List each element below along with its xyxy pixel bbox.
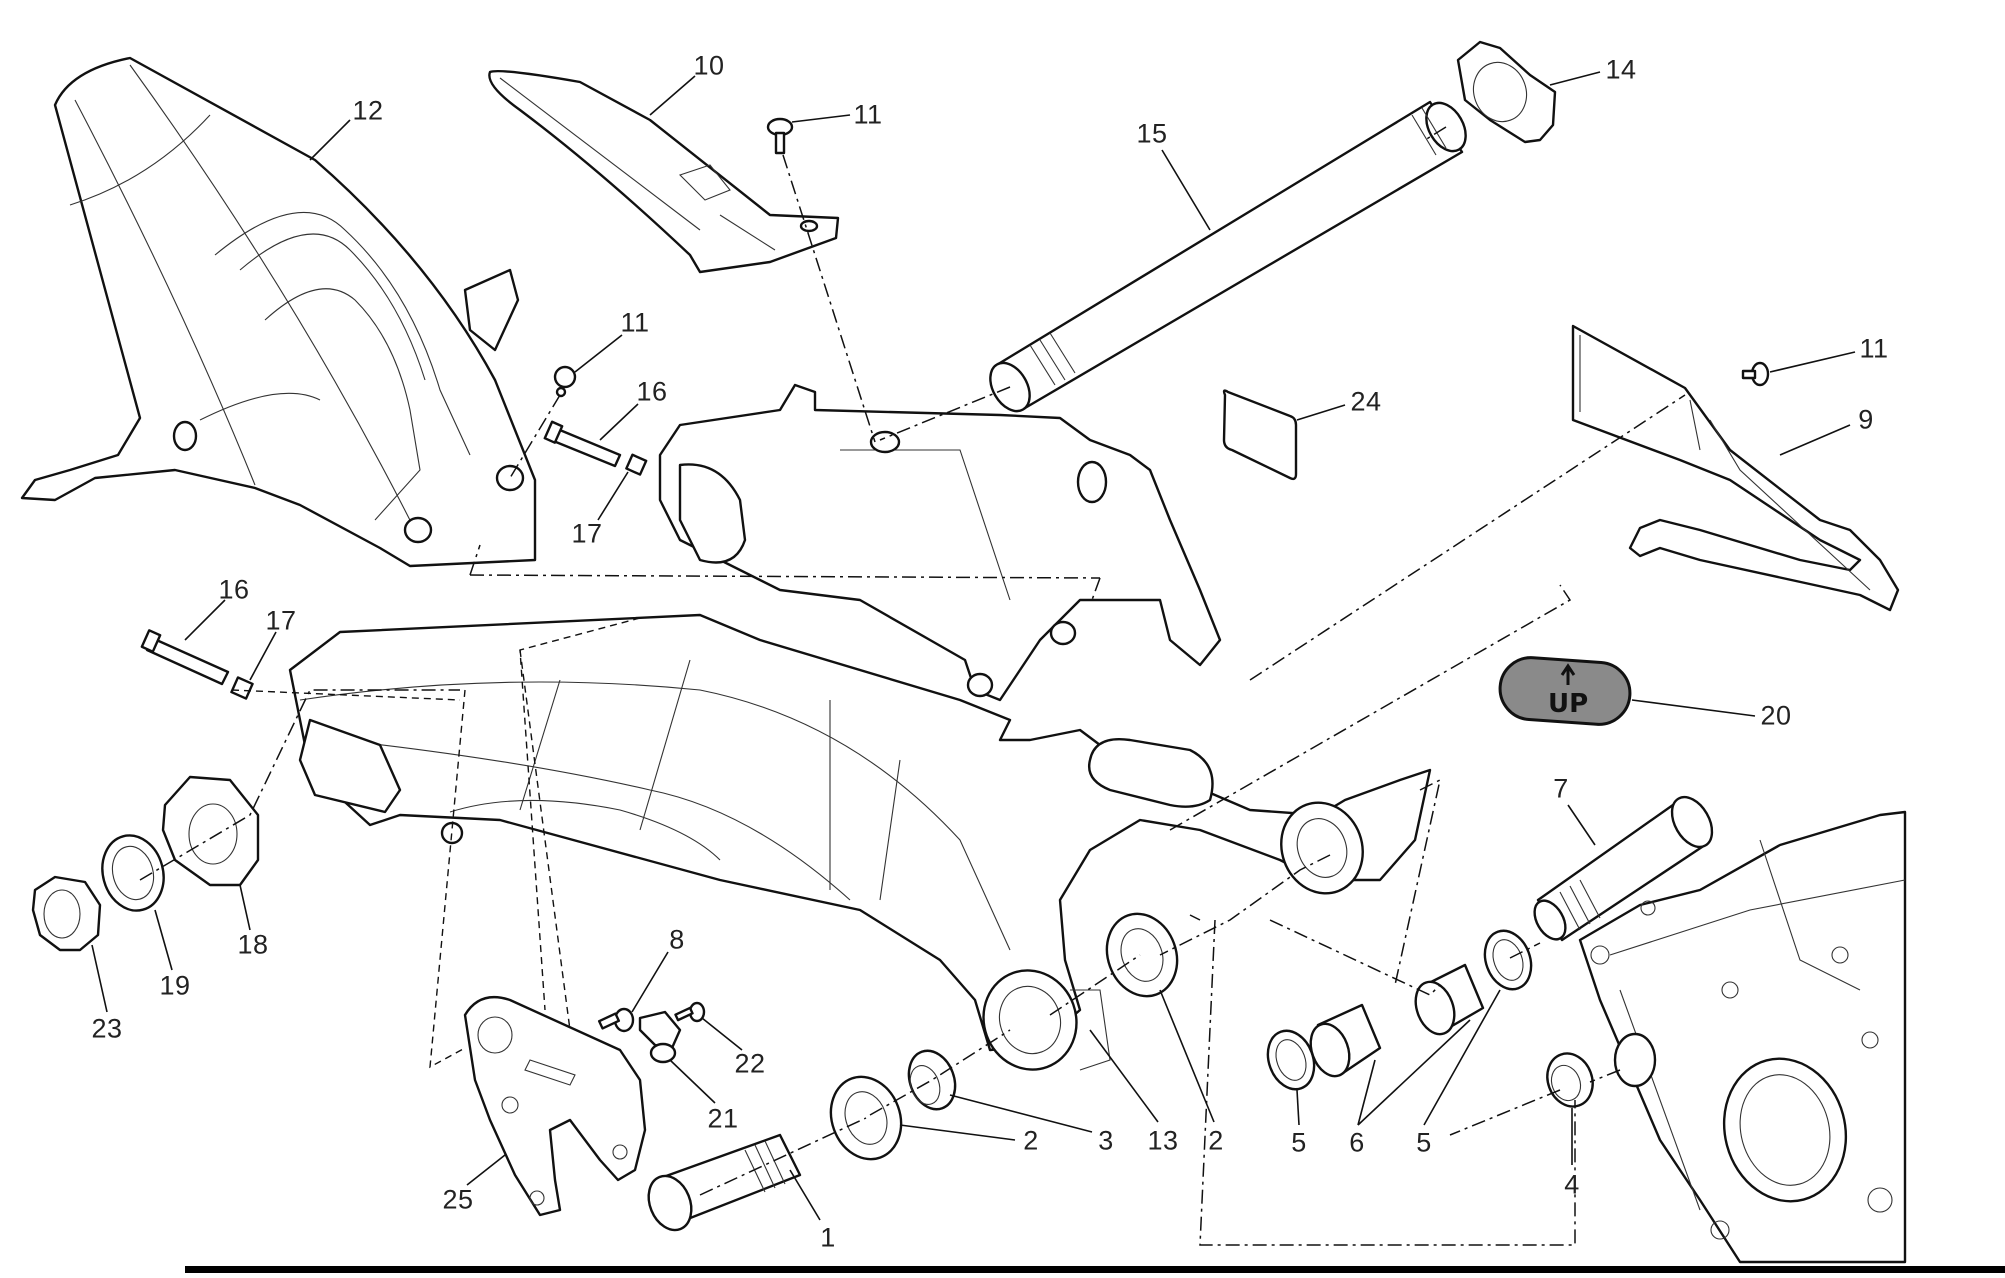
callout-2-upper: 2	[1208, 1125, 1224, 1156]
part-17-nut-mid	[625, 453, 648, 476]
part-7-pivot-pin	[1533, 795, 1714, 942]
part-23-lock-nut	[31, 875, 102, 952]
leader-lines	[91, 71, 1856, 1221]
callout-20: 20	[1760, 700, 1792, 731]
callout-4: 4	[1564, 1169, 1580, 1200]
part-11-screw-right	[1741, 361, 1770, 387]
part-8-screw	[597, 1007, 635, 1033]
part-20-up-grommet: UP	[1498, 656, 1632, 726]
part-25-caliper-bracket	[463, 995, 647, 1217]
part-11-screw-top	[766, 117, 794, 155]
callout-17-mid: 17	[571, 518, 603, 549]
callout-13: 13	[1147, 1125, 1179, 1156]
part-3-spacer	[907, 1049, 957, 1111]
grommet-up-text: UP	[1548, 689, 1588, 719]
callout-21: 21	[707, 1103, 739, 1134]
part-15-pivot-tube	[989, 100, 1467, 413]
part-2-bearing-upper	[1105, 912, 1179, 998]
part-17-nut-left	[230, 676, 254, 700]
callout-10: 10	[693, 50, 725, 81]
callout-24: 24	[1350, 386, 1382, 417]
part-16-bolt-mid	[543, 420, 622, 468]
assembly-lines	[139, 126, 1686, 1246]
part-4-plug	[1546, 1052, 1594, 1108]
part-12-rear-mudguard	[20, 56, 537, 568]
part-18-eccentric-hub	[161, 775, 260, 887]
part-6-needle-bearing-left	[1309, 1003, 1382, 1078]
part-1-pivot-bolt	[647, 1133, 802, 1232]
callout-22: 22	[734, 1048, 766, 1079]
callout-11-right: 11	[1859, 333, 1889, 364]
part-5-seal-right	[1483, 929, 1533, 991]
callout-6: 6	[1349, 1127, 1365, 1158]
part-6-needle-bearing-right	[1414, 963, 1485, 1036]
callout-14: 14	[1605, 54, 1637, 85]
part-10-chain-guard	[488, 69, 840, 274]
callout-8: 8	[669, 924, 685, 955]
callout-19: 19	[159, 970, 191, 1001]
callout-18: 18	[237, 929, 269, 960]
swingarm-body	[288, 383, 1432, 1071]
part-21-cable-clip	[638, 1010, 682, 1064]
callout-1: 1	[820, 1222, 836, 1253]
callout-11-top: 11	[853, 99, 883, 130]
part-19-washer	[101, 834, 165, 912]
bottom-rule	[185, 1266, 2005, 1273]
callout-3: 3	[1098, 1125, 1114, 1156]
callout-16-mid: 16	[636, 376, 668, 407]
callout-2-lower: 2	[1023, 1125, 1039, 1156]
callout-25: 25	[442, 1184, 474, 1215]
callout-11-mid: 11	[620, 307, 650, 338]
engine-crankcase	[1578, 810, 1907, 1264]
part-9-chain-slider	[1571, 324, 1900, 612]
callout-12: 12	[352, 95, 384, 126]
callout-17-left: 17	[265, 605, 297, 636]
callout-5-left: 5	[1291, 1127, 1307, 1158]
callout-9: 9	[1858, 404, 1874, 435]
callout-23: 23	[91, 1013, 123, 1044]
callout-7: 7	[1553, 773, 1569, 804]
part-22-screw	[674, 1001, 706, 1023]
callout-15: 15	[1136, 118, 1168, 149]
callout-5-right: 5	[1416, 1127, 1432, 1158]
part-11-screw-mid	[553, 365, 577, 398]
part-24-label-sticker	[1222, 389, 1298, 481]
part-14-eccentric-nut	[1456, 40, 1557, 144]
callout-16-left: 16	[218, 574, 250, 605]
part-16-bolt-left	[140, 629, 230, 686]
